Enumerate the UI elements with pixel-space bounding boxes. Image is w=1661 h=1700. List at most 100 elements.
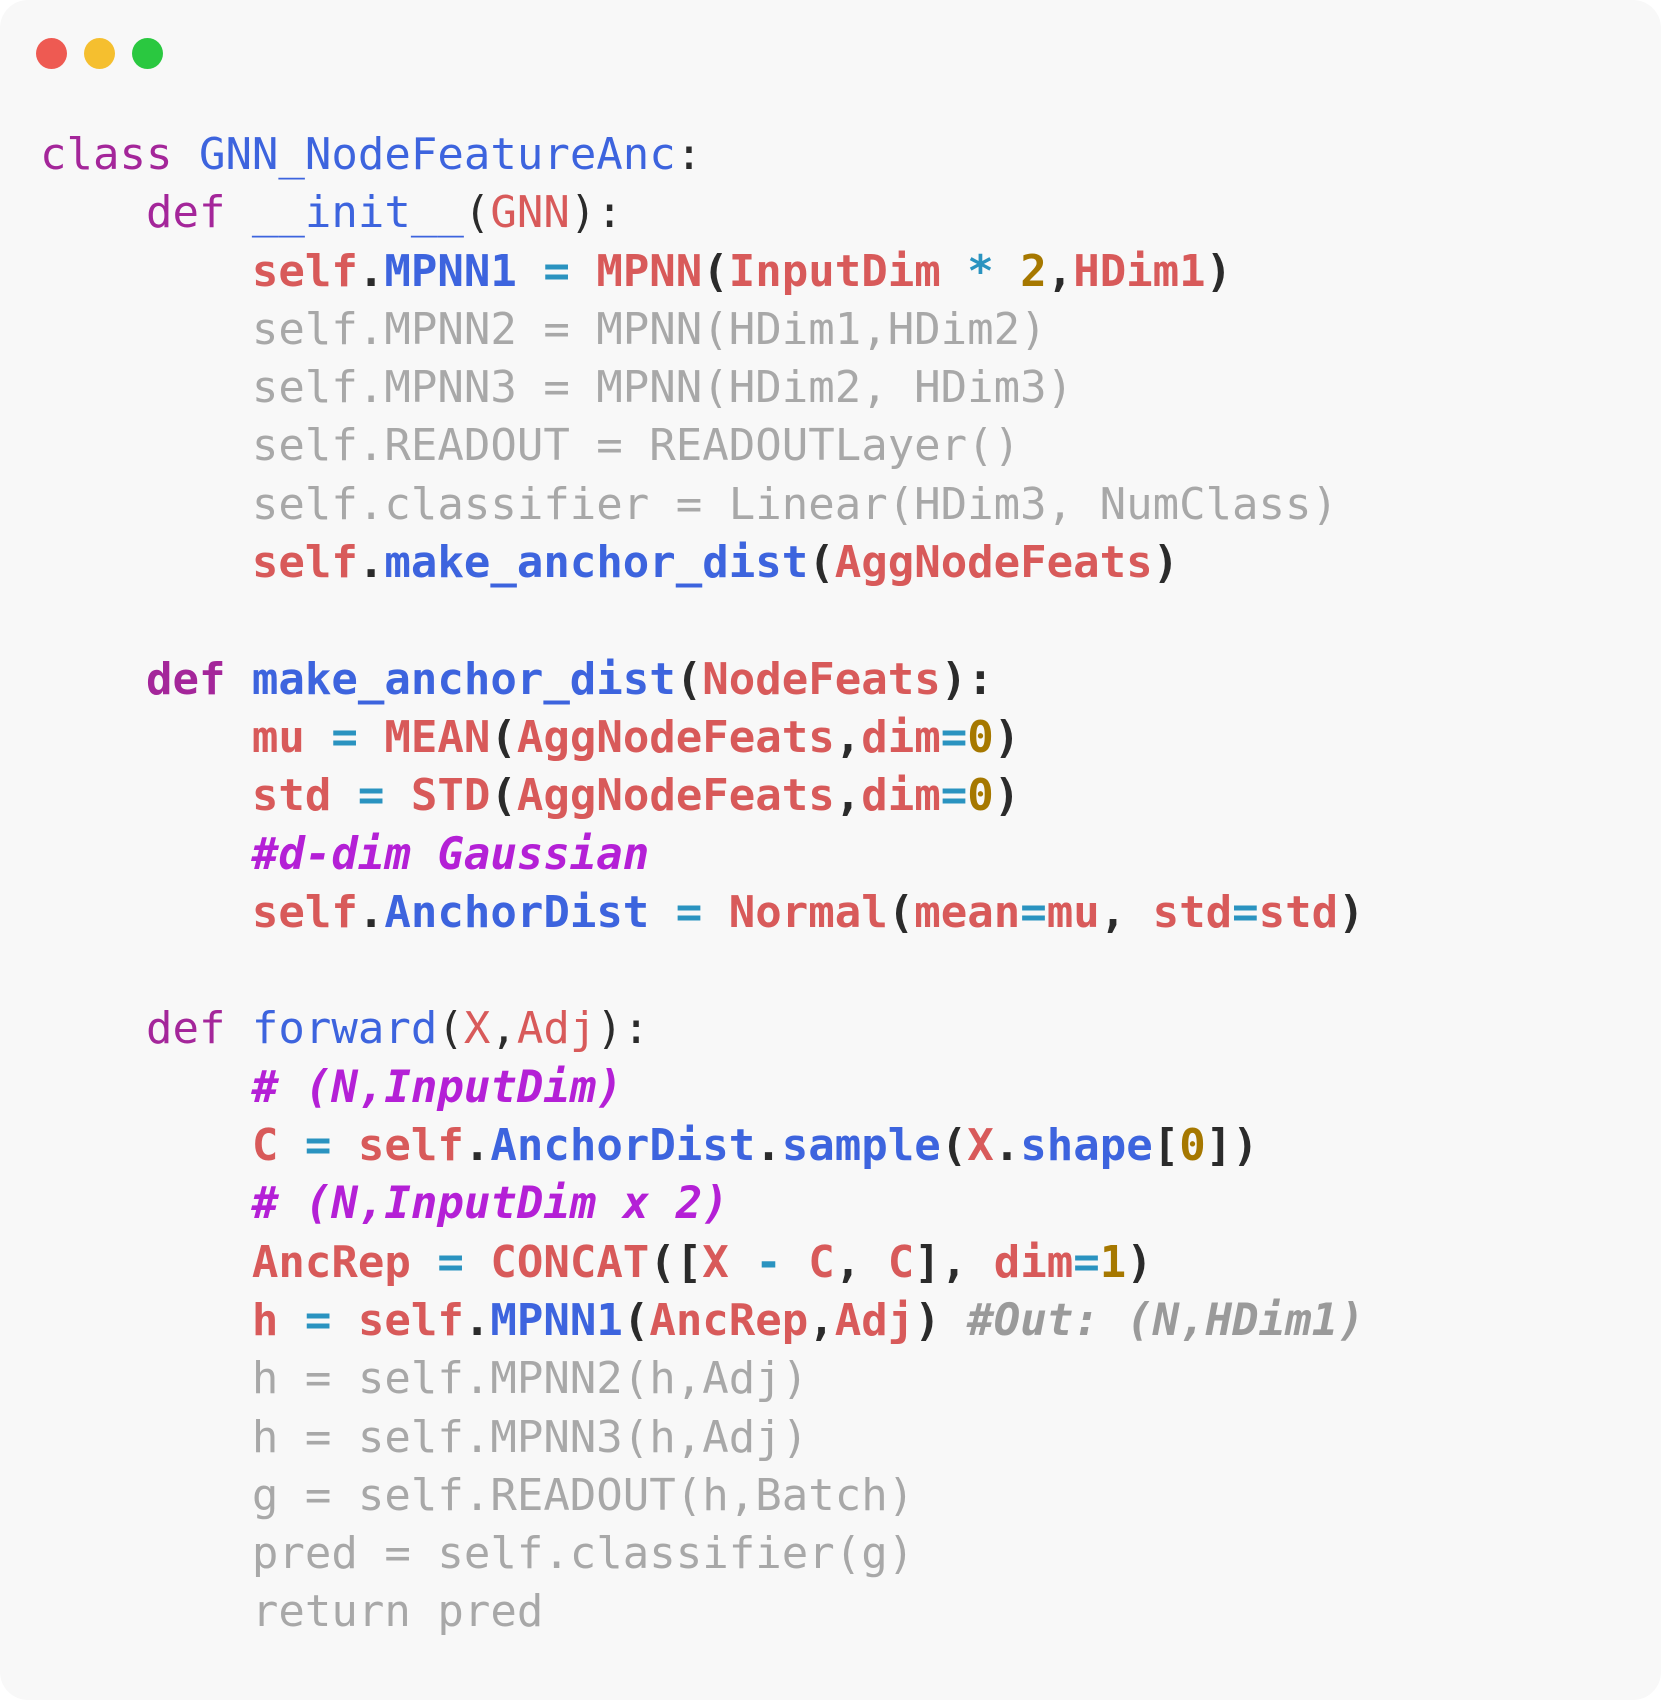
code-token: GNN (490, 187, 570, 239)
code-token (40, 887, 252, 938)
code-token: GNN_NodeFeatureAnc (198, 129, 676, 180)
code-token: class (40, 129, 199, 180)
code-line: #d-dim Gaussian (40, 826, 1365, 884)
code-token: [ (1152, 1120, 1180, 1172)
code-token (40, 1062, 252, 1113)
code-line: ​ (40, 942, 1365, 1000)
code-token: = (331, 770, 411, 822)
code-token: . (463, 1120, 491, 1172)
code-token: dim (861, 770, 941, 822)
code-token: = (410, 1236, 491, 1288)
code-token: self.READOUT = READOUTLayer() (40, 420, 1021, 472)
code-token: = (304, 711, 385, 763)
code-token: . (993, 1120, 1021, 1172)
code-token: std (1258, 886, 1339, 938)
code-line: self.AnchorDist = Normal(mean=mu, std=st… (40, 884, 1365, 942)
code-line: # (N,InputDim x 2) (40, 1175, 1365, 1233)
code-token: ]) (1205, 1120, 1259, 1172)
code-token: Adj (516, 1003, 597, 1055)
code-token: , (808, 1294, 835, 1346)
code-line: h = self.MPNN3(h,Adj) (40, 1409, 1365, 1467)
code-token: ( (437, 1003, 464, 1055)
code-line: def __init__(GNN): (40, 184, 1365, 242)
code-token: 0 (967, 770, 994, 822)
code-token: AncRep (649, 1294, 809, 1346)
code-token: ) (1205, 245, 1233, 297)
code-token: HDim1 (1073, 245, 1206, 297)
code-token: : (675, 129, 703, 180)
code-token: , (834, 770, 862, 822)
code-line: class GNN_NodeFeatureAnc: (40, 126, 1365, 184)
code-token (40, 829, 252, 880)
code-token: = (1232, 886, 1259, 938)
code-token: STD (410, 770, 491, 822)
code-token: std (1152, 886, 1233, 938)
code-token: ( (940, 1120, 968, 1172)
code-token: C (887, 1236, 915, 1288)
code-token: self (251, 245, 358, 297)
code-line: def make_anchor_dist(NodeFeats): (40, 651, 1365, 709)
code-token: return pred (40, 1586, 544, 1638)
code-token: MPNN (596, 245, 703, 297)
code-token: * (940, 245, 1021, 297)
code-token: AggNodeFeats (516, 770, 835, 822)
code-token: ): (569, 187, 623, 239)
code-token: self (251, 886, 358, 938)
close-button[interactable] (36, 38, 67, 69)
code-token: X (463, 1003, 491, 1055)
code-token: ([ (649, 1236, 703, 1288)
code-line: self.classifier = Linear(HDim3, NumClass… (40, 476, 1365, 534)
code-token: mean (914, 886, 1021, 938)
code-token: #d-dim Gaussian (251, 828, 650, 880)
code-token: = (940, 770, 968, 822)
code-token: . (357, 245, 385, 297)
code-token: #Out: (N,HDim1) (940, 1294, 1365, 1346)
code-token: self.MPNN2 = MPNN(HDim1,HDim2) (40, 303, 1047, 355)
code-token: def (40, 653, 252, 705)
code-token: sample (781, 1120, 941, 1172)
code-token: X (967, 1120, 994, 1172)
code-line: AncRep = CONCAT([X - C, C], dim=1) (40, 1234, 1365, 1292)
code-line: C = self.AnchorDist.sample(X.shape[0]) (40, 1117, 1365, 1175)
maximize-button[interactable] (132, 38, 163, 69)
code-token: ( (702, 245, 729, 297)
code-token: ): (596, 1003, 650, 1055)
code-token: , (834, 711, 862, 763)
code-line: ​ (40, 592, 1365, 650)
code-line: h = self.MPNN1(AncRep,Adj) #Out: (N,HDim… (40, 1292, 1365, 1350)
code-line: self.MPNN2 = MPNN(HDim1,HDim2) (40, 301, 1365, 359)
code-token: CONCAT (490, 1236, 650, 1288)
code-token (40, 246, 252, 297)
code-token: - (728, 1236, 809, 1288)
code-token: Adj (834, 1294, 915, 1346)
code-token: C (808, 1236, 835, 1288)
code-token: make_anchor_dist (251, 653, 676, 705)
code-token: = (1020, 886, 1047, 938)
code-token (40, 770, 252, 821)
code-token: ( (808, 537, 835, 589)
code-token (40, 1237, 252, 1288)
code-token: self (357, 1120, 464, 1172)
code-token: = (649, 886, 729, 938)
code-token: = (1073, 1236, 1100, 1288)
code-block: class GNN_NodeFeatureAnc: def __init__(G… (40, 126, 1365, 1642)
code-line: self.READOUT = READOUTLayer() (40, 417, 1365, 475)
code-token: . (755, 1120, 782, 1172)
code-token (40, 1120, 252, 1171)
code-token: = (516, 245, 597, 297)
code-token: self (357, 1294, 464, 1346)
code-token: MPNN1 (384, 245, 517, 297)
code-token: ], (914, 1236, 994, 1288)
code-token: forward (251, 1003, 438, 1055)
minimize-button[interactable] (84, 38, 115, 69)
code-line: self.MPNN1 = MPNN(InputDim * 2,HDim1) (40, 243, 1365, 301)
code-token: # (N,InputDim x 2) (251, 1178, 729, 1230)
window-controls (36, 38, 163, 69)
code-token (40, 712, 252, 763)
code-token: __init__ (251, 187, 464, 239)
code-token: self.MPNN3 = MPNN(HDim2, HDim3) (40, 362, 1074, 414)
code-token: 0 (967, 711, 994, 763)
code-token: C (251, 1120, 279, 1172)
code-token: ) (993, 711, 1021, 763)
code-token: 1 (1099, 1236, 1127, 1288)
